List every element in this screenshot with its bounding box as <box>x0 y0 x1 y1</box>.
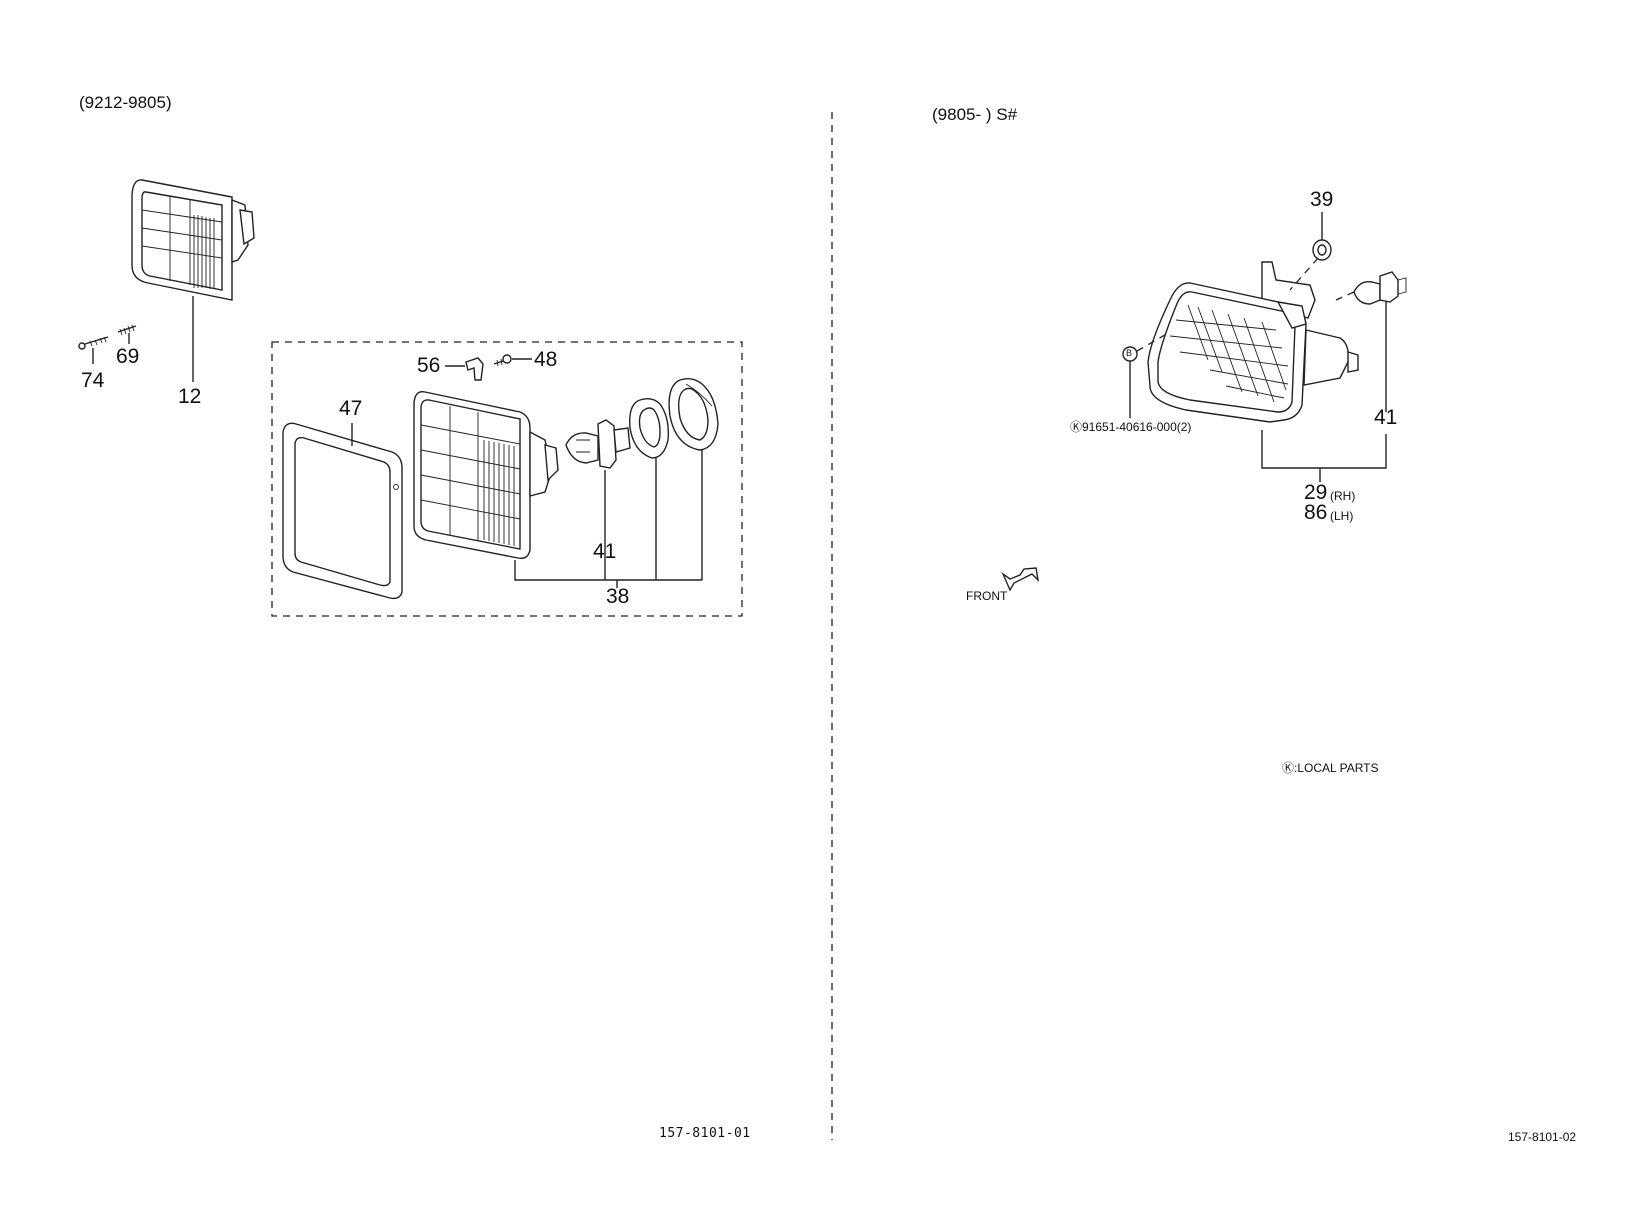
callout-86: 86 <box>1304 501 1328 524</box>
left-page-code: 157-8101-01 <box>659 1126 751 1141</box>
bulb-icon <box>565 419 631 469</box>
bulb-icon <box>1353 271 1407 305</box>
callout-74: 74 <box>81 369 105 392</box>
bolt-marker-letter: B <box>1126 348 1133 358</box>
headlamp-assembly-icon <box>1147 261 1359 423</box>
left-date-range: (9212-9805) <box>79 93 172 112</box>
headlamp-assembly-icon <box>413 391 559 560</box>
bracket-38 <box>514 560 702 581</box>
callout-39: 39 <box>1310 188 1334 211</box>
bracket-29-86 <box>1261 430 1387 469</box>
retainer-ring-icon <box>629 397 670 459</box>
right-date-range: (9805- ) S# <box>932 105 1018 124</box>
label-lh: (LH) <box>1330 509 1354 523</box>
grommet-icon <box>1312 239 1332 261</box>
clip-icon <box>465 357 484 381</box>
screw-icon <box>117 324 137 336</box>
local-parts-legend: Ⓚ:LOCAL PARTS <box>1282 761 1379 775</box>
assembly-group-box <box>271 341 743 617</box>
callout-47: 47 <box>339 397 363 420</box>
callout-41-right: 41 <box>1374 406 1398 429</box>
label-rh: (RH) <box>1330 489 1356 503</box>
callout-69: 69 <box>116 345 140 368</box>
callout-38: 38 <box>606 585 630 608</box>
headlamp-assembly-icon <box>131 179 255 301</box>
dust-cover-icon <box>668 377 719 451</box>
callout-29: 29 <box>1304 481 1328 504</box>
headlamp-bezel-icon <box>282 422 403 600</box>
local-part-number: Ⓚ91651-40616-000(2) <box>1070 420 1192 434</box>
right-page-code: 157-8101-02 <box>1508 1130 1577 1144</box>
front-arrow-icon <box>1001 567 1040 592</box>
callout-48: 48 <box>534 348 558 371</box>
leader-bolt-dashed <box>1136 331 1171 352</box>
callout-12: 12 <box>178 385 202 408</box>
leader-bulb-dashed <box>1335 291 1355 301</box>
front-label: FRONT <box>966 589 1008 603</box>
callout-56: 56 <box>417 354 441 377</box>
screw-icon <box>78 336 109 350</box>
screw-icon <box>493 354 512 367</box>
callout-41-left: 41 <box>593 540 617 563</box>
